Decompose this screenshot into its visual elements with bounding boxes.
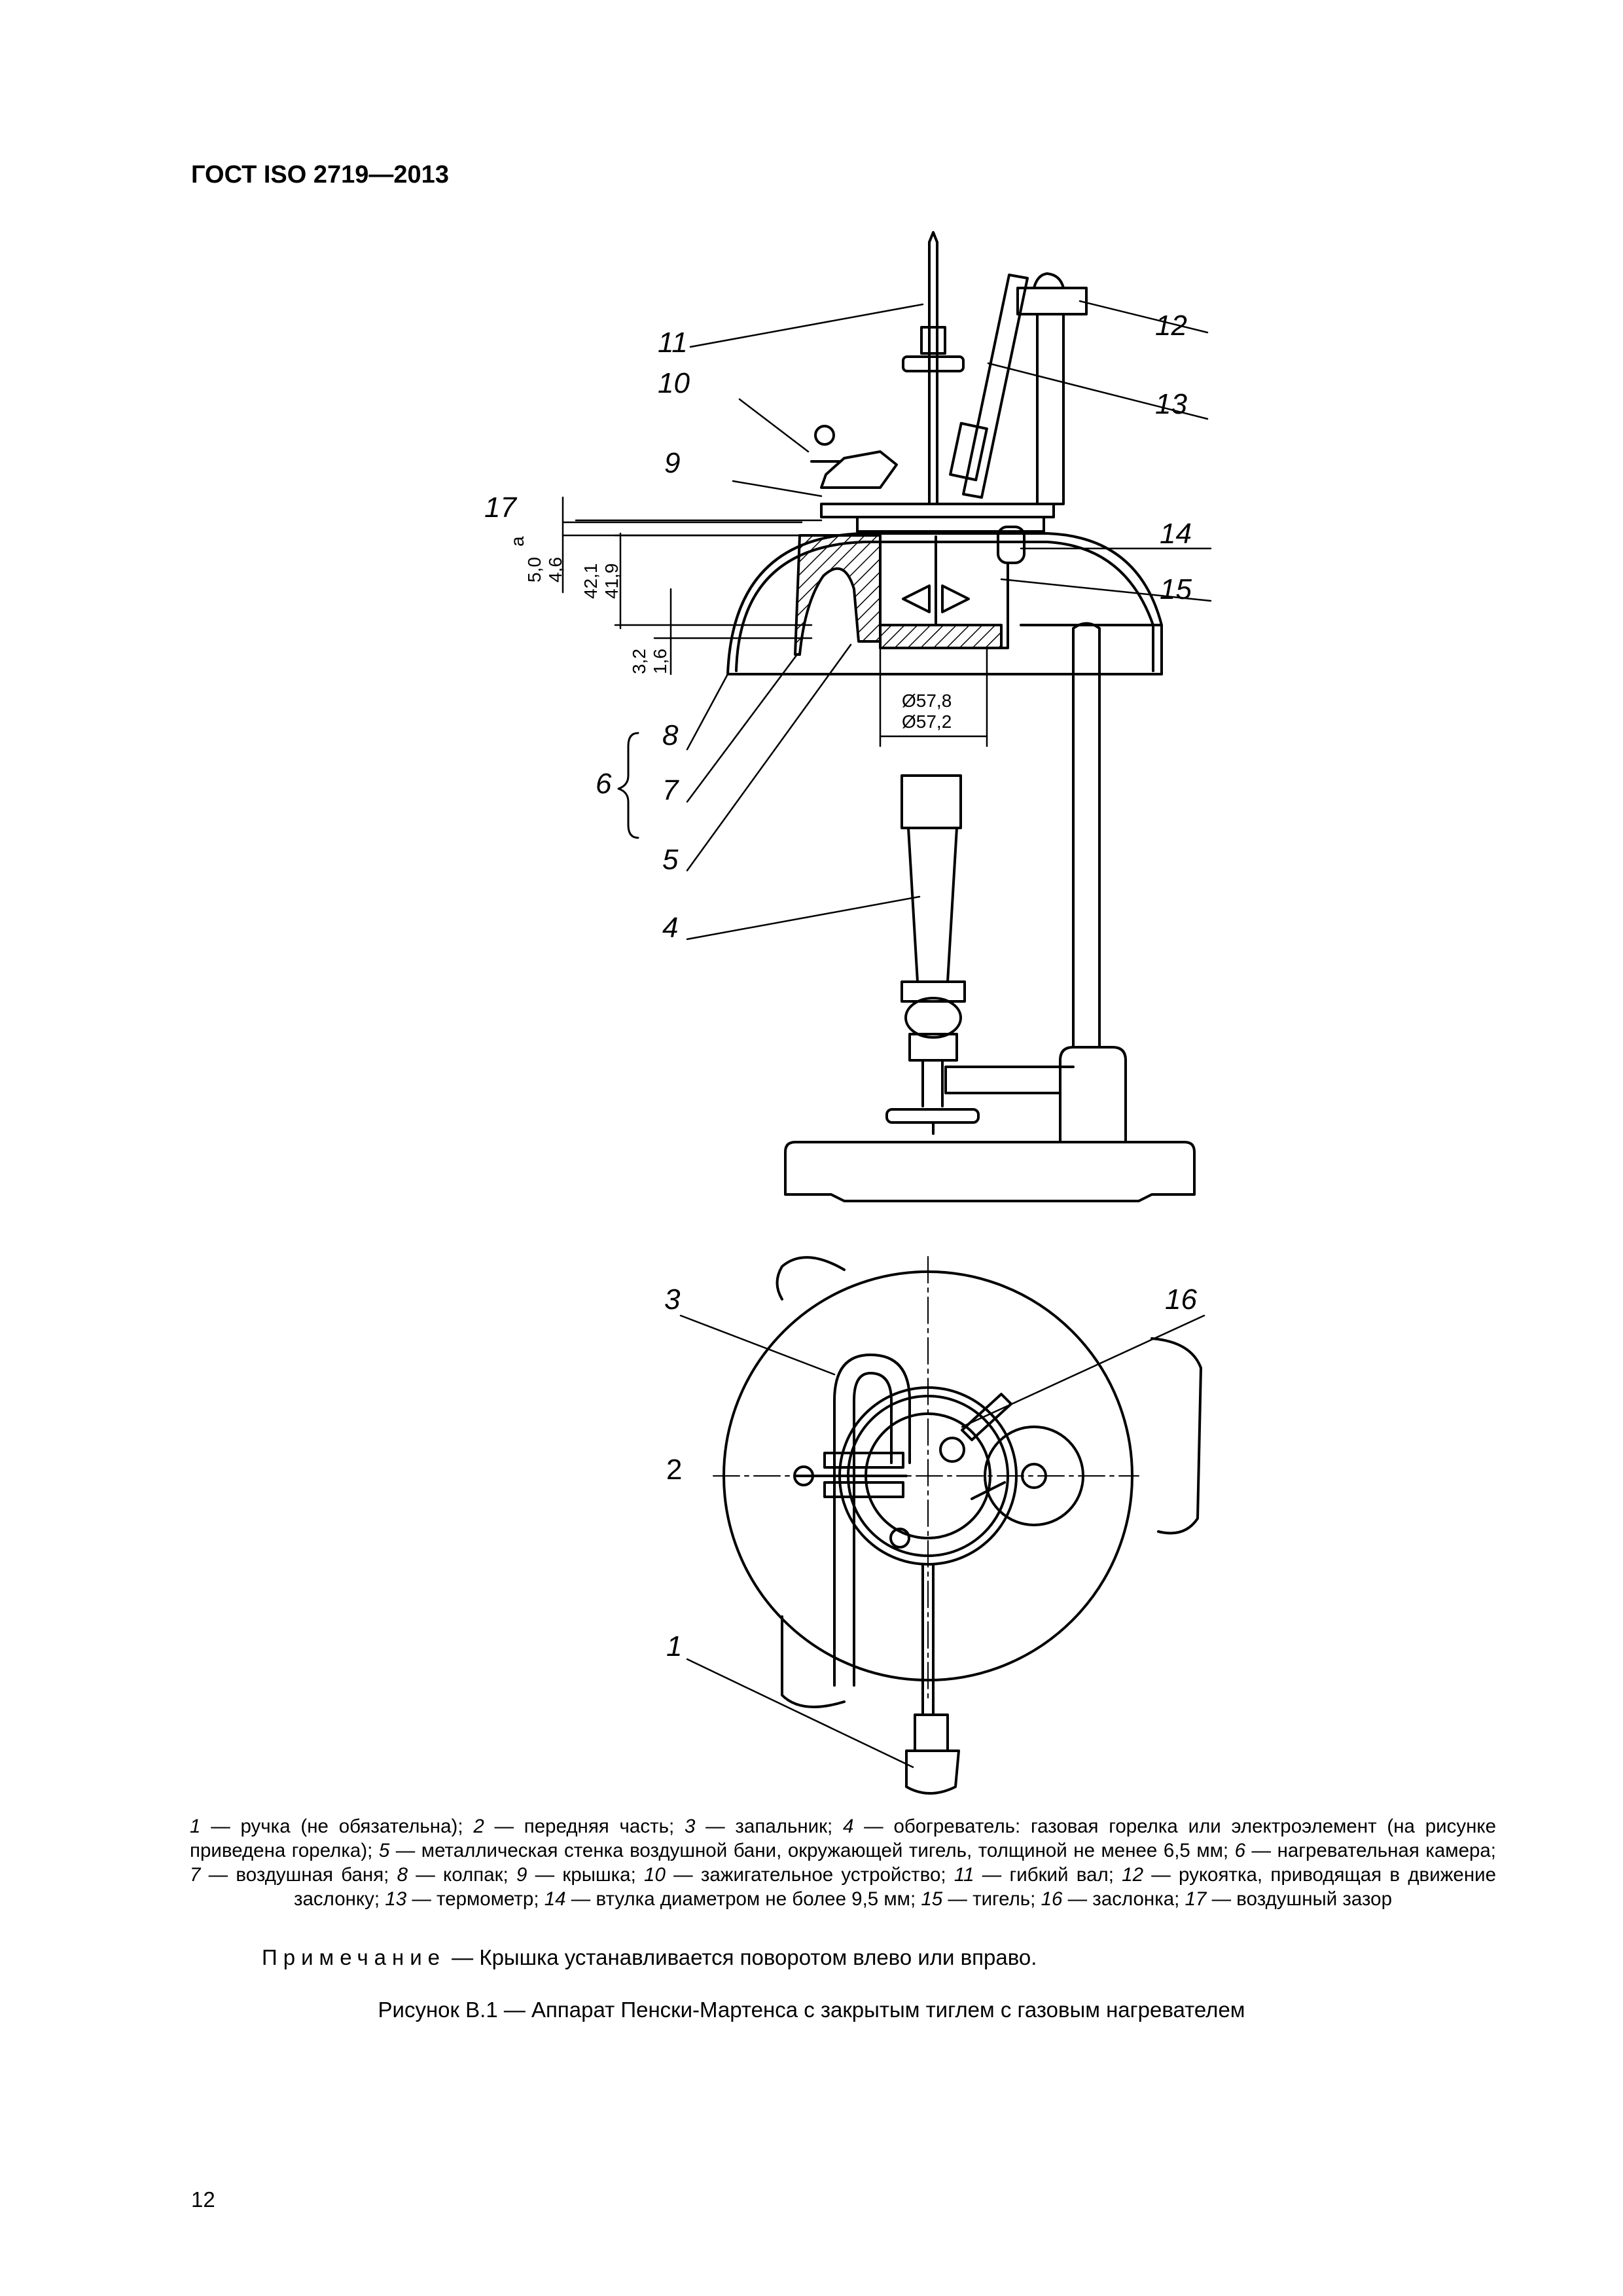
top-view-base	[776, 1256, 1202, 1708]
callout-16: 16	[1165, 1283, 1197, 1316]
callout-4: 4	[662, 912, 678, 944]
legend-number: 7	[190, 1864, 201, 1886]
callout-14: 14	[1160, 518, 1192, 550]
thermometer	[962, 274, 1029, 499]
legend-number: 10	[644, 1864, 666, 1886]
legend-number: 13	[385, 1888, 407, 1910]
legend-text: — гибкий вал;	[974, 1864, 1122, 1886]
callout-6: 6	[596, 768, 612, 800]
legend-text: — воздушная баня;	[200, 1864, 397, 1886]
dim-superscript-a: a	[507, 536, 527, 547]
callout-3: 3	[664, 1283, 681, 1316]
igniter	[820, 450, 898, 489]
dim-diameter-57-8: Ø57,8	[902, 691, 952, 711]
pilot-tube	[833, 1354, 911, 1687]
dim-1-6: 1,6	[650, 649, 670, 674]
legend-number: 12	[1122, 1864, 1143, 1886]
dim-4-6: 4,6	[545, 557, 565, 583]
burner-top	[901, 774, 962, 829]
figure-legend: 1 — ручка (не обязательна); 2 — передняя…	[190, 1814, 1496, 1911]
lid	[820, 503, 1055, 518]
legend-number: 2	[473, 1816, 484, 1837]
callout-11: 11	[658, 327, 688, 359]
legend-text: — воздушный зазор	[1206, 1888, 1392, 1910]
bath-dome	[726, 532, 1163, 675]
legend-text: — крышка;	[527, 1864, 645, 1886]
dim-5-0: 5,0	[524, 557, 544, 583]
callout-9: 9	[664, 447, 680, 479]
legend-number: 4	[842, 1816, 854, 1837]
page-number: 12	[191, 2187, 215, 2212]
legend-text: — колпак;	[408, 1864, 516, 1886]
legend-text: — втулка диаметром не более 9,5 мм;	[565, 1888, 921, 1910]
callout-13: 13	[1155, 388, 1187, 420]
callout-8: 8	[662, 719, 679, 751]
burner-arm	[944, 1066, 1075, 1094]
callout-10: 10	[658, 367, 690, 399]
legend-text: — нагревательная камера;	[1245, 1840, 1496, 1861]
apparatus-figure: 5,0 a 4,6 42,1 41,9 3,2 1,6 Ø57,8 Ø57,2 …	[484, 231, 1212, 1795]
callout-17: 17	[484, 492, 517, 524]
legend-number: 5	[378, 1840, 390, 1861]
legend-number: 9	[516, 1864, 527, 1886]
dim-diameter-57-2: Ø57,2	[902, 711, 952, 732]
stirrer	[902, 584, 970, 613]
note-label: Примечание	[262, 1945, 446, 1969]
shutter-handle	[1016, 287, 1088, 315]
shutter	[961, 1393, 1012, 1441]
burner-body	[907, 827, 958, 983]
figure-title: Рисунок В.1 — Аппарат Пенски-Мартенса с …	[378, 1998, 1245, 2022]
legend-text: — заслонка;	[1062, 1888, 1185, 1910]
stand-base	[784, 1141, 1196, 1202]
callout-5: 5	[662, 844, 679, 876]
callout-12: 12	[1155, 310, 1187, 342]
figure-note: Примечание — Крышка устанавливается пово…	[262, 1945, 1037, 1970]
legend-number: 14	[544, 1888, 566, 1910]
callout-15: 15	[1160, 573, 1192, 605]
legend-number: 3	[684, 1816, 696, 1837]
sleeve	[997, 526, 1026, 564]
callout-2: 2	[666, 1454, 682, 1486]
legend-number: 11	[954, 1864, 974, 1886]
dim-41-9: 41,9	[601, 564, 622, 600]
legend-number: 17	[1185, 1888, 1207, 1910]
legend-number: 16	[1041, 1888, 1063, 1910]
legend-number: 15	[921, 1888, 943, 1910]
legend-text: — зажигательное устройство;	[665, 1864, 954, 1886]
document-header: ГОСТ ISO 2719—2013	[191, 161, 449, 188]
stand-pillar-block	[1059, 1046, 1127, 1143]
callout-7: 7	[662, 774, 679, 806]
callout-1: 1	[666, 1630, 682, 1662]
legend-text: — металлическая стенка воздушной бани, о…	[389, 1840, 1235, 1861]
legend-text: — термометр;	[406, 1888, 544, 1910]
legend-text: — передняя часть;	[484, 1816, 685, 1837]
note-text: — Крышка устанавливается поворотом влево…	[446, 1945, 1037, 1969]
legend-text: — запальник;	[695, 1816, 843, 1837]
legend-text: — тигель;	[942, 1888, 1041, 1910]
legend-number: 6	[1234, 1840, 1246, 1861]
legend-number: 8	[397, 1864, 408, 1886]
legend-number: 1	[190, 1816, 201, 1837]
legend-text: — рукоятка, приводящая в движение заслон…	[294, 1864, 1497, 1910]
heating-chamber-wall	[794, 534, 882, 656]
legend-text: — ручка (не обязательна);	[200, 1816, 474, 1837]
legend-text: — обогреватель: газовая горелка или элек…	[190, 1816, 1497, 1861]
dim-3-2: 3,2	[629, 649, 649, 674]
dim-42-1: 42,1	[580, 564, 601, 600]
